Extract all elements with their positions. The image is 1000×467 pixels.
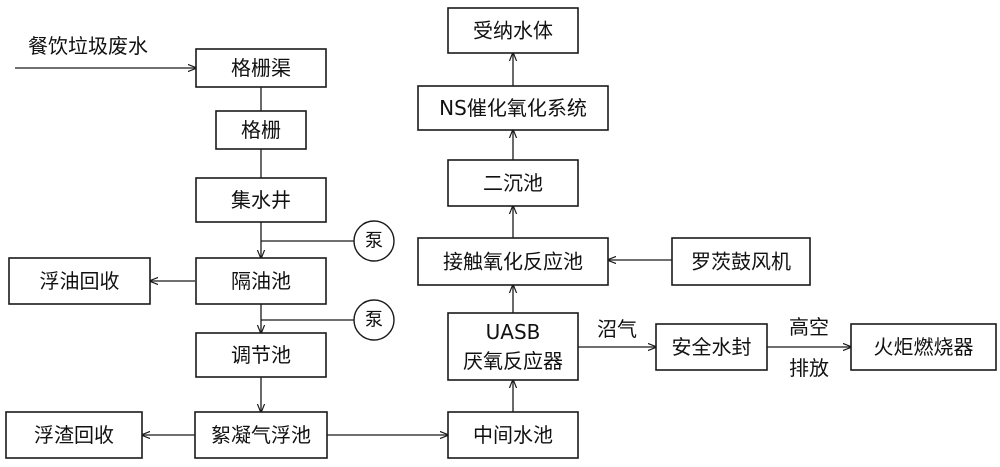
- node-water-seal: 安全水封: [655, 323, 768, 371]
- node-scum-recovery: 浮渣回收: [5, 411, 143, 459]
- node-flotation-label: 絮凝气浮池: [211, 423, 311, 447]
- node-grille-channel: 格栅渠: [195, 48, 327, 88]
- node-ns-oxidation: NS催化氧化系统: [417, 85, 609, 131]
- node-flare: 火炬燃烧器: [850, 323, 997, 371]
- node-flotation: 絮凝气浮池: [194, 411, 328, 459]
- node-equalization: 调节池: [195, 332, 327, 378]
- node-secondary-clarifier-label: 二沉池: [483, 171, 543, 195]
- node-contact-oxidation-label: 接触氧化反应池: [443, 250, 583, 274]
- pump-1: 泵: [353, 220, 395, 262]
- node-oil-separator: 隔油池: [195, 257, 327, 305]
- node-intermediate-tank: 中间水池: [447, 411, 579, 459]
- node-ns-oxidation-label: NS催化氧化系统: [439, 96, 587, 120]
- node-contact-oxidation: 接触氧化反应池: [417, 237, 609, 286]
- label-discharge: 排放: [789, 356, 829, 380]
- pump-1-label: 泵: [365, 231, 383, 252]
- label-input: 餐饮垃圾废水: [28, 34, 148, 58]
- node-receiving-water-label: 受纳水体: [473, 19, 553, 43]
- node-secondary-clarifier: 二沉池: [447, 159, 579, 207]
- node-roots-blower-label: 罗茨鼓风机: [691, 250, 791, 274]
- node-sump-label: 集水井: [231, 188, 291, 212]
- node-scum-recovery-label: 浮渣回收: [34, 423, 114, 447]
- node-uasb-label-line1: UASB: [486, 320, 541, 344]
- node-oil-separator-label: 隔油池: [231, 269, 291, 293]
- node-sump: 集水井: [195, 177, 327, 223]
- node-uasb-reactor: UASB 厌氧反应器: [447, 312, 579, 381]
- node-intermediate-tank-label: 中间水池: [473, 423, 553, 447]
- node-oil-recovery-label: 浮油回收: [40, 269, 120, 293]
- node-grille: 格栅: [215, 110, 307, 150]
- node-flare-label: 火炬燃烧器: [874, 335, 974, 359]
- pump-2: 泵: [353, 299, 395, 341]
- node-uasb-label-line2: 厌氧反应器: [463, 349, 563, 373]
- node-roots-blower: 罗茨鼓风机: [671, 237, 811, 286]
- node-grille-label: 格栅: [241, 118, 281, 142]
- node-receiving-water: 受纳水体: [447, 7, 579, 54]
- pump-2-label: 泵: [365, 310, 383, 331]
- node-water-seal-label: 安全水封: [672, 335, 752, 359]
- edges: [15, 53, 851, 435]
- node-oil-recovery: 浮油回收: [8, 257, 151, 305]
- label-high-altitude: 高空: [789, 315, 829, 339]
- node-equalization-label: 调节池: [231, 343, 291, 367]
- node-grille-channel-label: 格栅渠: [231, 56, 291, 80]
- label-biogas: 沼气: [597, 317, 637, 341]
